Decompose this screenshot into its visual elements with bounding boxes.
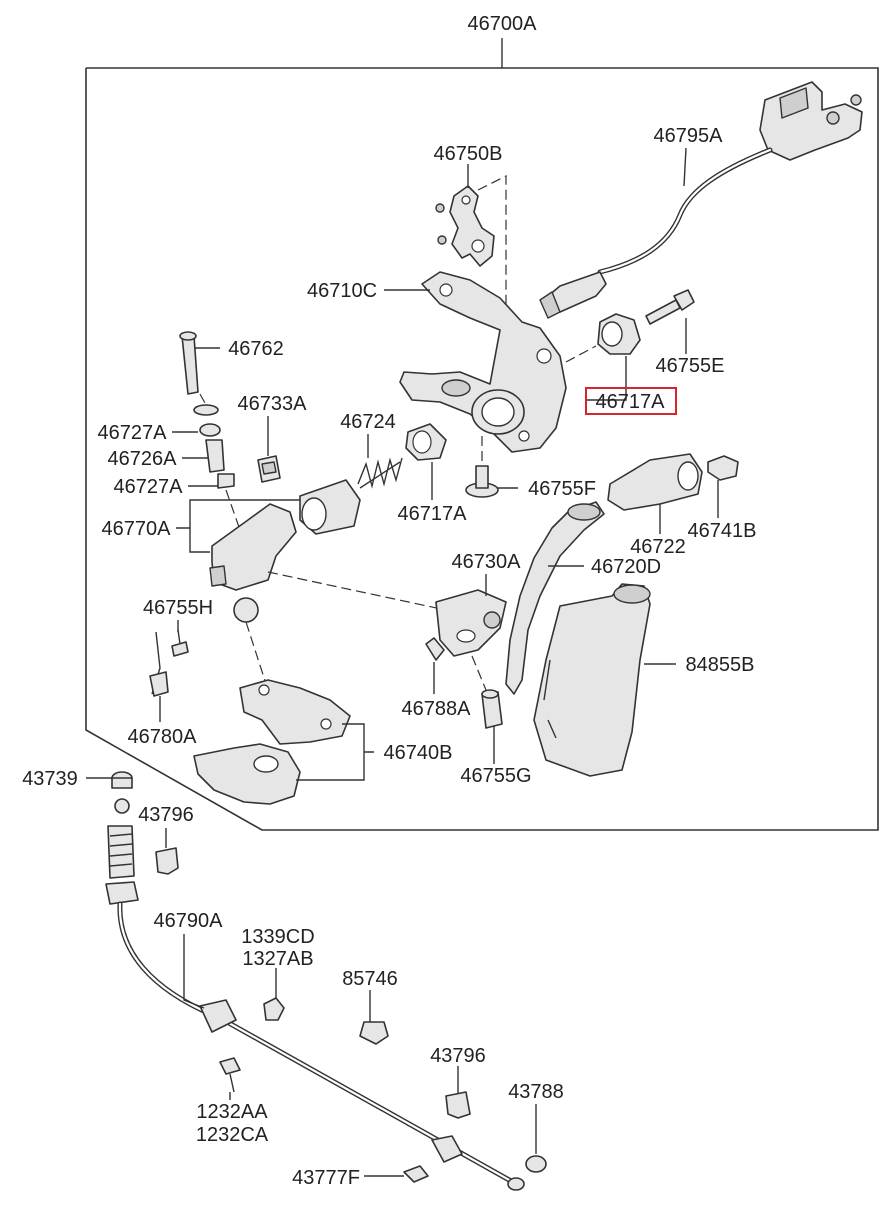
shift-rod-46720D: [505, 501, 605, 695]
label-46710C: 46710C: [307, 280, 377, 302]
label-46755H: 46755H: [143, 597, 213, 619]
label-43788: 43788: [508, 1081, 564, 1103]
label-46727A-top: 46727A: [98, 422, 168, 444]
label-46717A-middle: 46717A: [398, 503, 468, 525]
label-46741B: 46741B: [688, 520, 757, 542]
bushing-43739: [111, 771, 133, 789]
knob-46722: [607, 453, 703, 511]
lever-46770A: [209, 479, 447, 691]
label-43777F: 43777F: [292, 1167, 360, 1189]
label-43796-top: 43796: [138, 804, 194, 826]
label-46727A-bottom: 46727A: [114, 476, 184, 498]
housing-46710C: [399, 271, 567, 453]
highlight-box: [585, 387, 677, 415]
bolt-1232AA: [219, 1057, 241, 1093]
label-46750B: 46750B: [434, 143, 503, 165]
bushing-46717A-top: [565, 313, 641, 363]
labels: 46700A 46750B 46795A 46710C 46762 46755E…: [22, 13, 756, 1189]
label-46780A: 46780A: [128, 726, 198, 748]
clip-46741B: [707, 455, 739, 481]
label-43796-bottom: 43796: [430, 1045, 486, 1067]
detent-plate-46740B: [193, 679, 351, 805]
label-1232AA: 1232AA: [196, 1101, 268, 1123]
bolt-46755F: [465, 436, 499, 498]
label-46790A: 46790A: [154, 910, 224, 932]
pin-46762: [179, 331, 211, 413]
pin-46755H: [171, 629, 189, 657]
label-46722: 46722: [630, 536, 686, 558]
label-46755F: 46755F: [528, 478, 596, 500]
detent-46730A: [435, 589, 507, 691]
clip-43796-bottom: [445, 1091, 471, 1119]
label-43739: 43739: [22, 768, 78, 790]
label-46755G: 46755G: [460, 765, 531, 787]
label-46730A: 46730A: [452, 551, 522, 573]
label-1327AB: 1327AB: [242, 948, 313, 970]
cable-46790A: [105, 798, 525, 1191]
label-46755E: 46755E: [656, 355, 725, 377]
label-46726A: 46726A: [108, 448, 178, 470]
label-46770A: 46770A: [102, 518, 172, 540]
bracket-46750B: [435, 175, 507, 392]
clip-46733A: [257, 455, 281, 483]
leader-lines: [86, 147, 719, 1177]
grommet-85746: [359, 1021, 389, 1045]
label-46762: 46762: [228, 338, 284, 360]
bushing-46717A-mid: [405, 423, 447, 461]
label-46717A-highlighted: 46717A: [596, 391, 666, 413]
spring-46724: [357, 457, 403, 489]
label-84855B: 84855B: [686, 654, 755, 676]
label-46700A: 46700A: [468, 13, 538, 35]
cotter-pin-43777F: [403, 1165, 429, 1183]
label-46788A: 46788A: [402, 698, 472, 720]
bolt-46755E: [645, 289, 695, 325]
bushing-43788: [525, 1155, 547, 1173]
spacer-stack: [193, 404, 241, 531]
label-46720D: 46720D: [591, 556, 661, 578]
nut-1339CD: [263, 997, 285, 1021]
label-1232CA: 1232CA: [196, 1124, 269, 1146]
label-46724: 46724: [340, 411, 396, 433]
shift-cable-46795A: [539, 81, 863, 319]
label-1339CD: 1339CD: [241, 926, 314, 948]
assembly-frame: [85, 38, 879, 831]
boot-84855B: [533, 583, 651, 777]
label-46740B: 46740B: [384, 742, 453, 764]
bolt-46755G: [481, 689, 503, 729]
clip-wire-46780A: [149, 631, 169, 697]
label-46733A: 46733A: [238, 393, 308, 415]
clip-43796-top: [155, 847, 179, 875]
label-85746: 85746: [342, 968, 398, 990]
label-46795A: 46795A: [654, 125, 724, 147]
clip-46788A: [425, 637, 445, 661]
